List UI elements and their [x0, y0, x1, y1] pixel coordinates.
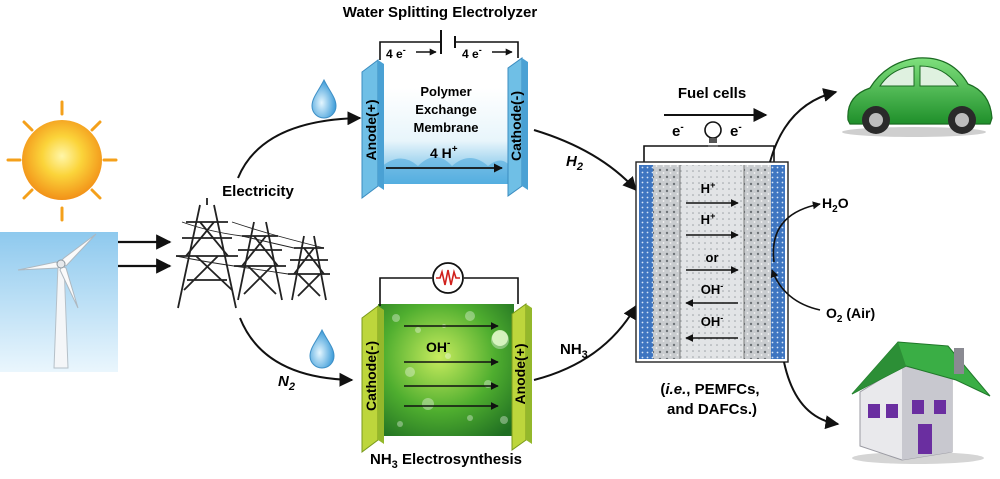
water-electrolyzer: Anode(+) Cathode(-) Polymer Exchange Mem… — [361, 30, 528, 199]
electron-left-main: 4 e — [386, 47, 403, 61]
ion-label-or: or — [706, 250, 719, 265]
nh3-caption-post: Electrosynthesis — [398, 451, 522, 468]
nh3-sub: 3 — [582, 349, 588, 361]
hydroxide-main: OH — [426, 339, 447, 355]
hydroxide-label: OH- — [426, 338, 450, 355]
oxygen-in-arrow — [770, 269, 821, 311]
light-bulb-icon — [704, 121, 722, 147]
nh3-caption: NH3 Electrosynthesis — [370, 451, 522, 471]
ion-list: H+ H+ or OH- OH- — [685, 180, 739, 342]
water-out-arrow — [772, 201, 821, 263]
h2-label: H2 — [566, 153, 583, 173]
nh3-caption-pre: NH — [370, 451, 392, 468]
water-drop-icon — [311, 78, 337, 119]
ion-2-sup: + — [710, 211, 715, 221]
electron-label-right: 4 e- — [462, 45, 482, 61]
electricity-label: Electricity — [222, 183, 294, 200]
car-icon — [842, 57, 993, 137]
proton-main: 4 H — [430, 145, 452, 161]
h2-flow-arrow — [533, 129, 637, 192]
nh3-flow-arrow — [533, 304, 637, 381]
ion-1-main: H — [701, 181, 710, 196]
nh3-wire-left — [379, 277, 432, 306]
fuel-cell-caption-line-1: (i.e., PEMFCs, — [660, 381, 759, 398]
source-arrows — [118, 234, 172, 274]
h2o-tail: O — [838, 195, 849, 211]
nh3-cathode-label: Cathode(-) — [363, 341, 379, 411]
water-product-label: H2O — [822, 195, 849, 215]
cathode-label: Cathode(-) — [508, 91, 524, 161]
sun-icon — [6, 100, 118, 222]
electron-right-sup: - — [479, 45, 482, 55]
n2-sub: 2 — [288, 381, 295, 393]
load-resistor-icon — [432, 262, 464, 294]
ion-1-sup: + — [710, 180, 715, 190]
o2-sub: 2 — [837, 314, 843, 325]
ion-label-2: H+ — [701, 211, 716, 227]
ion-label-4: OH- — [701, 281, 724, 297]
nh3-wire-right — [464, 277, 519, 304]
nh3-anode-label: Anode(+) — [512, 343, 528, 404]
h2-sub: 2 — [576, 161, 583, 173]
arrow-to-car — [769, 88, 838, 163]
flow-arrow-to-nh3 — [239, 317, 354, 387]
ion-label-5: OH- — [701, 313, 724, 329]
membrane-line-3: Membrane — [413, 120, 478, 135]
fuel-cell-stack — [635, 161, 789, 363]
electron-right-main: 4 e — [462, 47, 479, 61]
anode-label: Anode(+) — [363, 99, 379, 160]
nh3-main: NH — [560, 341, 582, 358]
water-drop-icon — [309, 328, 335, 369]
h2o-sub: 2 — [832, 204, 838, 215]
fuel-cell-wire-right — [718, 145, 775, 162]
electrolyzer-wire-left — [379, 41, 440, 60]
nh3-electrosynthesis-cell: Cathode(-) Anode(+) OH- — [361, 262, 532, 453]
ion-4-main: OH — [701, 282, 721, 297]
ion-5-sup: - — [720, 313, 723, 323]
ion-4-sup: - — [720, 281, 723, 291]
flow-arrow-to-electrolyzer — [237, 111, 362, 179]
fuel-electron-left-main: e — [672, 123, 680, 140]
proton-label: 4 H+ — [430, 144, 458, 161]
h2-main: H — [566, 153, 578, 170]
electron-label-left: 4 e- — [386, 45, 406, 61]
nh3-label: NH3 — [560, 341, 588, 361]
electrolyzer-wire-right — [456, 41, 519, 58]
caption-open: ( — [660, 381, 665, 398]
wind-turbine-icon — [0, 232, 118, 372]
o2-tail: (Air) — [842, 305, 875, 321]
electrolyzer-title: Water Splitting Electrolyzer — [343, 4, 538, 21]
oxygen-label: O2 (Air) — [826, 305, 875, 325]
membrane-line-2: Exchange — [415, 102, 476, 117]
h2o-main: H — [822, 195, 832, 211]
fuel-electron-left: e- — [672, 122, 684, 140]
n2-label: N2 — [278, 373, 295, 393]
proton-sup: + — [452, 144, 458, 155]
nh3-caption-sub: 3 — [392, 459, 398, 471]
fuel-cells-title: Fuel cells — [678, 85, 746, 102]
ion-label-1: H+ — [701, 180, 716, 196]
fuel-cell-caption-line-2: and DAFCs.) — [667, 401, 757, 418]
ion-2-main: H — [701, 212, 710, 227]
power-pylon-icon — [175, 198, 330, 309]
house-icon — [851, 341, 991, 464]
fuel-electron-left-sup: - — [680, 122, 683, 133]
membrane-line-1: Polymer — [420, 84, 471, 99]
electron-left-sup: - — [403, 45, 406, 55]
fuel-electron-right-sup: - — [738, 122, 741, 133]
fuel-electron-right: e- — [730, 122, 742, 140]
hydroxide-sup: - — [447, 338, 450, 349]
o2-main: O — [826, 305, 837, 321]
fuel-cell-wire-left — [643, 145, 708, 162]
arrow-to-house — [783, 361, 840, 430]
fuel-electron-right-main: e — [730, 123, 738, 140]
n2-main: N — [278, 373, 290, 390]
ion-5-main: OH — [701, 314, 721, 329]
caption-ie: i.e. — [665, 381, 686, 398]
caption-rest: , PEMFCs, — [686, 381, 759, 398]
